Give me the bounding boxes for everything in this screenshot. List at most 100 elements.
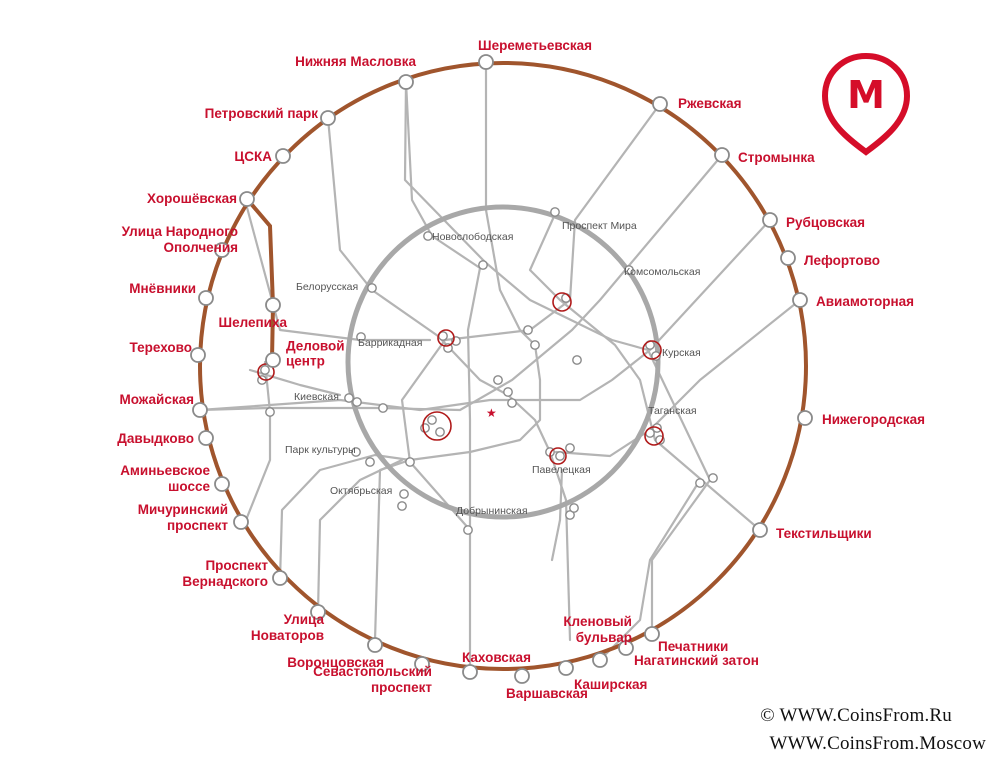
station-marker[interactable] bbox=[233, 514, 249, 530]
station-marker[interactable] bbox=[644, 626, 660, 642]
station-strominka[interactable]: Стромынка bbox=[714, 147, 815, 165]
transfer-node[interactable] bbox=[397, 501, 407, 511]
station-marker[interactable] bbox=[367, 637, 383, 653]
station-lefortovo[interactable]: Лефортово bbox=[780, 250, 880, 268]
station-marker[interactable] bbox=[618, 640, 634, 656]
station-marker[interactable] bbox=[797, 410, 813, 426]
station-marker[interactable] bbox=[514, 668, 530, 684]
station-marker[interactable] bbox=[762, 212, 778, 228]
transfer-node[interactable] bbox=[399, 489, 409, 499]
station-mozhayskaya[interactable]: Можайская bbox=[119, 392, 208, 418]
transfer-node[interactable] bbox=[523, 325, 533, 335]
transfer-node[interactable] bbox=[561, 293, 571, 303]
station-tekstilshchiki[interactable]: Текстильщики bbox=[752, 522, 872, 541]
station-marker[interactable] bbox=[592, 652, 608, 668]
station-marker[interactable] bbox=[780, 250, 796, 266]
station-nagatinsky[interactable]: Нагатинский затон bbox=[618, 640, 759, 668]
station-terekhovo[interactable]: Терехово bbox=[130, 340, 206, 363]
station-shelepikha[interactable]: Шелепиха bbox=[219, 297, 288, 330]
transfer-node[interactable] bbox=[352, 397, 362, 407]
station-kashirskaya[interactable]: Каширская bbox=[558, 660, 647, 692]
station-marker[interactable] bbox=[414, 656, 430, 672]
station-kakhovskaya[interactable]: Каховская bbox=[462, 650, 531, 680]
transfer-node[interactable] bbox=[708, 473, 718, 483]
transfer-node[interactable] bbox=[356, 332, 366, 342]
station-khoroshevskaya[interactable]: Хорошёвская bbox=[147, 191, 255, 207]
transfer-node[interactable] bbox=[624, 265, 634, 275]
station-aviamotornaya[interactable]: Авиамоторная bbox=[792, 292, 914, 309]
transfer-node[interactable] bbox=[507, 398, 517, 408]
transfer-node[interactable] bbox=[365, 457, 375, 467]
transfer-node[interactable] bbox=[435, 427, 445, 437]
transfer-node[interactable] bbox=[478, 260, 488, 270]
transfer-node[interactable] bbox=[572, 355, 582, 365]
transfer-node[interactable] bbox=[420, 423, 430, 433]
transfer-node[interactable] bbox=[695, 478, 705, 488]
station-varshavskaya[interactable]: Варшавская bbox=[506, 668, 588, 701]
transfer-node[interactable] bbox=[378, 403, 388, 413]
station-marker[interactable] bbox=[198, 290, 214, 306]
transfer-node[interactable] bbox=[530, 340, 540, 350]
station-marker[interactable] bbox=[214, 476, 230, 492]
line-mitino bbox=[316, 458, 404, 614]
station-label: Нижегородская bbox=[822, 412, 925, 427]
station-rubtsovskaya[interactable]: Рубцовская bbox=[762, 212, 865, 230]
station-petrovsky[interactable]: Петровский парк bbox=[205, 106, 336, 126]
transfer-node[interactable] bbox=[550, 207, 560, 217]
station-pechatniki[interactable]: Печатники bbox=[644, 626, 728, 654]
station-marker[interactable] bbox=[265, 297, 281, 313]
transfer-node[interactable] bbox=[569, 503, 579, 513]
station-sheremetyevskaya[interactable]: Шереметьевская bbox=[478, 38, 592, 70]
transfer-node[interactable] bbox=[565, 443, 575, 453]
transfer-node[interactable] bbox=[503, 387, 513, 397]
station-marker[interactable] bbox=[275, 148, 291, 164]
station-mnevniki[interactable]: Мнёвники bbox=[129, 281, 214, 306]
transfer-node[interactable] bbox=[555, 451, 565, 461]
station-marker[interactable] bbox=[265, 352, 281, 368]
station-marker[interactable] bbox=[478, 54, 494, 70]
station-marker[interactable] bbox=[190, 347, 206, 363]
station-marker[interactable] bbox=[192, 402, 208, 418]
station-marker[interactable] bbox=[272, 570, 288, 586]
station-marker[interactable] bbox=[310, 604, 326, 620]
transfer-node[interactable] bbox=[351, 447, 361, 457]
station-marker[interactable] bbox=[652, 96, 668, 112]
station-label: Новаторов bbox=[251, 628, 324, 643]
station-marker[interactable] bbox=[462, 664, 478, 680]
transfer-node[interactable] bbox=[367, 283, 377, 293]
station-rzhevskaya[interactable]: Ржевская bbox=[652, 96, 742, 112]
station-marker[interactable] bbox=[792, 292, 808, 308]
station-label: шоссе bbox=[168, 479, 210, 494]
station-marker[interactable] bbox=[714, 147, 730, 163]
station-marker[interactable] bbox=[320, 110, 336, 126]
transfer-node[interactable] bbox=[265, 407, 275, 417]
station-davydkovo[interactable]: Давыдково bbox=[117, 430, 214, 446]
transfer-node[interactable] bbox=[423, 231, 433, 241]
transfer-node[interactable] bbox=[260, 365, 270, 375]
transfer-node[interactable] bbox=[463, 525, 473, 535]
station-label: Петровский парк bbox=[205, 106, 319, 121]
transfer-node[interactable] bbox=[344, 393, 354, 403]
transfer-node[interactable] bbox=[405, 457, 415, 467]
inner-station-oktyabrskaya: Октябрьская bbox=[330, 485, 392, 497]
station-maslovka[interactable]: Нижняя Масловка bbox=[295, 54, 416, 90]
transfer-node[interactable] bbox=[493, 375, 503, 385]
station-nizhegorodskaya[interactable]: Нижегородская bbox=[797, 410, 925, 427]
station-marker[interactable] bbox=[752, 522, 768, 538]
station-cska[interactable]: ЦСКА bbox=[234, 148, 291, 164]
station-marker[interactable] bbox=[198, 430, 214, 446]
station-marker[interactable] bbox=[398, 74, 414, 90]
station-marker[interactable] bbox=[214, 242, 230, 258]
station-vorontsovskaya[interactable]: Воронцовская bbox=[287, 637, 384, 670]
station-marker[interactable] bbox=[239, 191, 255, 207]
transfer-node[interactable] bbox=[427, 415, 437, 425]
station-marker[interactable] bbox=[558, 660, 574, 676]
